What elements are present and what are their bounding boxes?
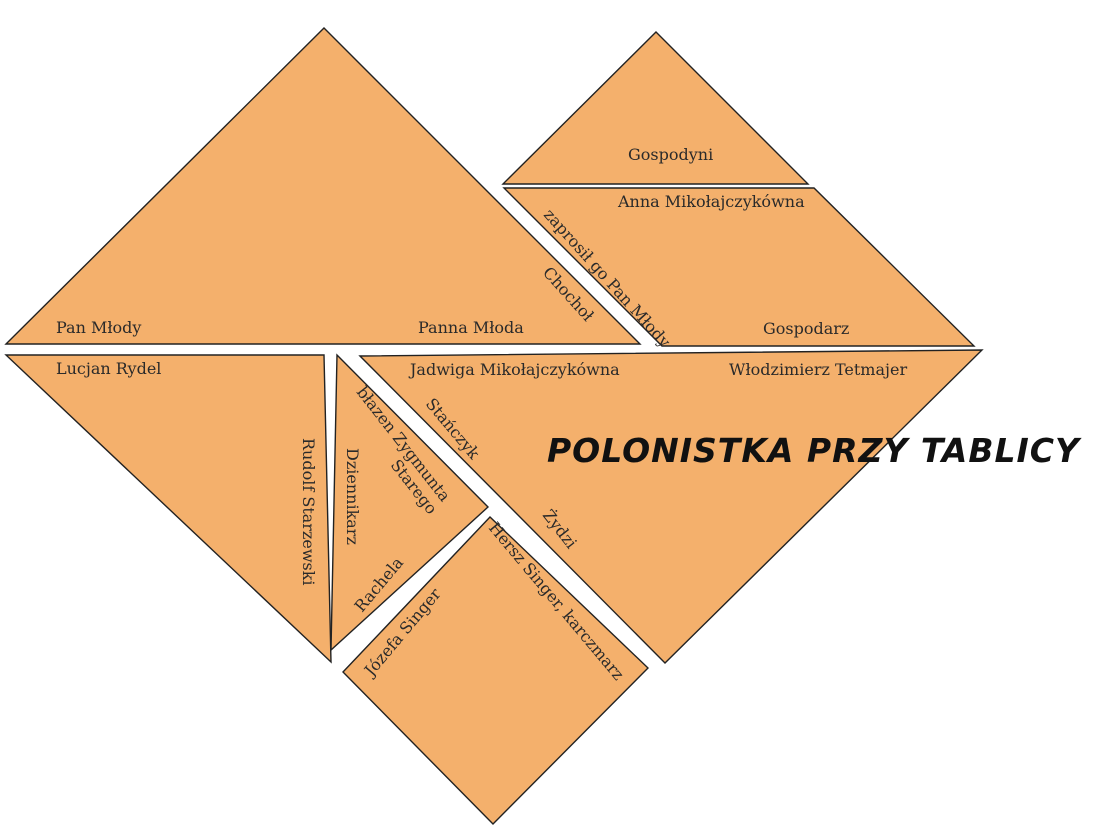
piece-left-triangle (4, 354, 332, 664)
label-rudolf: Rudolf Starzewski (299, 438, 318, 586)
label-gospodyni: Gospodyni (628, 145, 713, 164)
label-lucjan: Lucjan Rydel (56, 359, 161, 378)
label-wlodzimierz: Włodzimierz Tetmajer (729, 360, 907, 379)
piece-top-right-small-triangle (501, 31, 810, 185)
piece-right-large-triangle (358, 349, 984, 664)
label-dziennikarz: Dziennikarz (343, 448, 362, 545)
piece-bottom-square (342, 516, 649, 825)
brand-title: POLONISTKA PRZY TABLICY (547, 431, 1082, 470)
piece-center-small-triangle (330, 353, 490, 652)
label-gospodarz: Gospodarz (763, 319, 849, 338)
piece-right-parallelogram (502, 187, 976, 347)
piece-top-left-triangle (4, 27, 642, 345)
label-panna-mloda: Panna Młoda (418, 318, 524, 337)
label-jadwiga: Jadwiga Mikołajczykówna (408, 360, 620, 379)
label-anna: Anna Mikołajczykówna (617, 192, 805, 211)
label-pan-mlody: Pan Młody (56, 318, 141, 337)
